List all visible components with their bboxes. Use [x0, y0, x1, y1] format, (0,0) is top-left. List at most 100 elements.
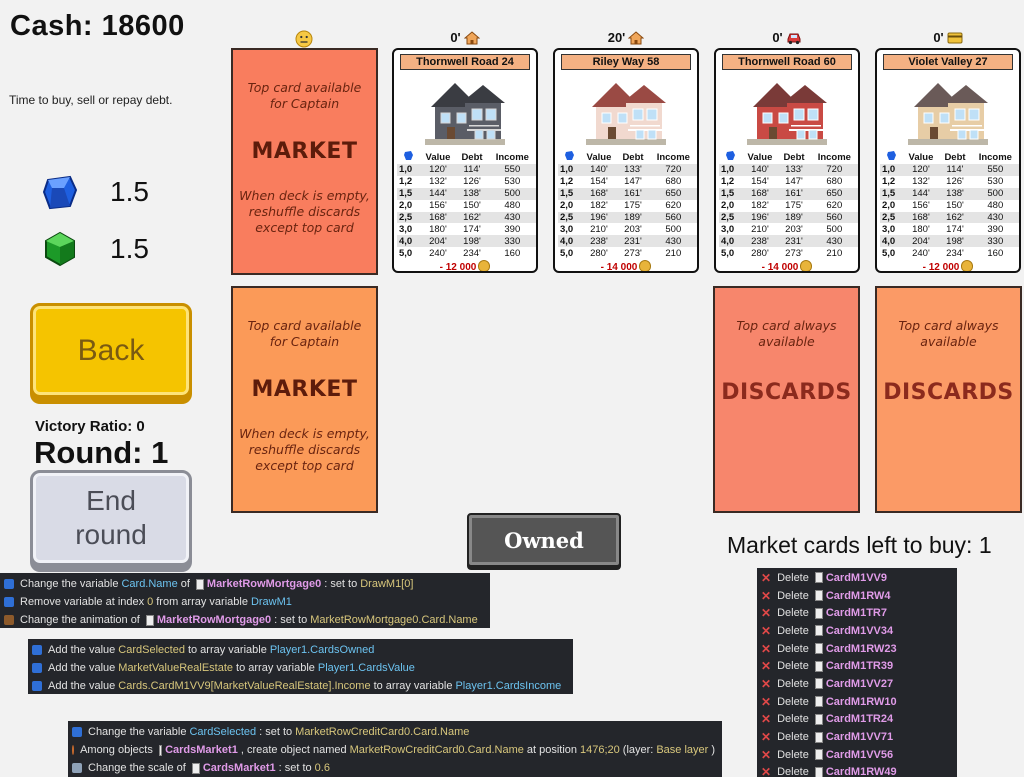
value-cell: 240' [912, 247, 930, 259]
event-token: Among objects [80, 744, 153, 756]
value-cell: 160 [987, 247, 1004, 259]
level-column-header [880, 150, 903, 164]
property-name: Violet Valley 27 [883, 54, 1013, 70]
value-cell: 126' [946, 176, 964, 188]
value-cell: 273' [624, 247, 642, 259]
level-cell: 5,0 [721, 247, 735, 259]
level-cell: 1,0 [719, 164, 742, 176]
event-token: MarketRowMortgage0 [206, 578, 322, 590]
object-thumbnail-icon [814, 731, 823, 743]
value-cell: 550 [487, 164, 536, 176]
value-cell: 120' [419, 164, 457, 176]
event-token: Card.Name [121, 578, 178, 590]
object-thumbnail-icon [814, 749, 823, 761]
value-cell: 273' [785, 247, 803, 259]
event-token: Player1.CardsOwned [269, 644, 375, 656]
event-token: MarketRowMortgage0 [156, 614, 272, 626]
end-round-button[interactable]: End round [30, 470, 192, 566]
blue-ratio-row: 1.5 [40, 172, 149, 212]
market-deck-title: MARKET [251, 139, 358, 164]
market-cards-left: Market cards left to buy: 1 [727, 532, 992, 558]
var-action-icon [32, 681, 42, 691]
back-button[interactable]: Back [30, 303, 192, 398]
level-cell: 4,0 [397, 235, 420, 248]
value-cell: 174' [946, 223, 964, 235]
column-header: Debt [461, 151, 483, 163]
green-ratio-value: 1.5 [110, 233, 149, 264]
delete-object-name: CardM1TR24 [825, 713, 894, 726]
discards-pile-2[interactable]: Top card always available DISCARDS [875, 286, 1022, 513]
column-header: Income [817, 151, 851, 163]
value-cell: 168' [902, 211, 940, 224]
level-cell: 1,5 [880, 187, 903, 200]
level-cell: 2,0 [882, 200, 896, 212]
anim-action-icon [4, 615, 14, 625]
level-cell: 2,5 [719, 211, 742, 224]
object-thumbnail-icon [195, 578, 204, 590]
column-header: Debt [944, 151, 966, 163]
var-action-icon [32, 645, 42, 655]
market-deck-1[interactable]: Top card available for Captain MARKET Wh… [231, 48, 378, 275]
level-cell: 5,0 [882, 247, 896, 259]
value-cell: 620 [826, 200, 843, 212]
value-cell: 196' [580, 211, 618, 224]
discards-pile-1[interactable]: Top card always available DISCARDS [713, 286, 860, 513]
event-token: MarketRowCreditCard0.Card.Name [349, 744, 524, 756]
event-token: 0 [147, 596, 154, 608]
object-thumbnail-icon [814, 572, 823, 584]
owned-button[interactable]: Owned [467, 513, 621, 567]
value-cell: 140' [741, 164, 779, 176]
level-cell: 4,0 [558, 235, 581, 248]
value-cell: 650 [648, 187, 697, 200]
value-cell: 182' [751, 200, 769, 212]
delete-x-icon: ✕ [761, 623, 772, 638]
value-cell: 238' [580, 235, 618, 248]
column-header: Income [978, 151, 1012, 163]
level-cell: 1,2 [721, 176, 735, 188]
object-thumbnail-icon [145, 614, 154, 626]
event-token: CardSelected [118, 644, 185, 656]
object-thumbnail-icon [814, 590, 823, 602]
value-cell: 480 [987, 200, 1004, 212]
column-header: Income [656, 151, 690, 163]
property-name: Thornwell Road 24 [400, 54, 530, 70]
value-cell: 175' [785, 200, 803, 212]
delete-object-name: CardM1RW4 [825, 589, 891, 602]
column-header: Debt [783, 151, 805, 163]
delete-x-icon: ✕ [761, 730, 772, 745]
value-cell: 530 [987, 176, 1004, 188]
delete-label: Delete [777, 766, 809, 777]
value-cell: 390 [504, 223, 521, 235]
blue-gem-icon [725, 151, 735, 160]
market-deck-2[interactable]: Top card available for Captain MARKET Wh… [231, 286, 378, 513]
delete-object-name: CardM1VV71 [825, 731, 894, 744]
house-icon [463, 30, 480, 44]
delete-x-icon: ✕ [761, 606, 772, 621]
level-cell: 2,5 [397, 211, 420, 224]
value-cell: 203' [785, 223, 803, 235]
value-cell: 198' [939, 235, 971, 248]
value-cell: 154' [590, 176, 608, 188]
property-price: - 12 000 [394, 260, 536, 271]
value-cell: 204' [419, 235, 457, 248]
